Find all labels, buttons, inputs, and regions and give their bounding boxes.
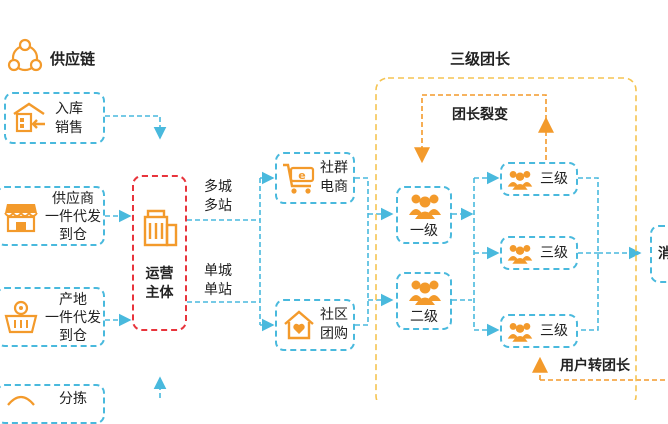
supply-item-warehouse: 入库 销售 — [4, 92, 105, 144]
consumer-label: 消 — [658, 246, 668, 262]
svg-text:e: e — [298, 169, 305, 182]
single-station-line1: 单城 — [204, 263, 232, 279]
level3-leader-box: 三级 — [500, 162, 578, 196]
storefront-icon — [4, 200, 38, 238]
group-icon — [408, 191, 442, 223]
level1-label: 一级 — [410, 223, 438, 239]
level3-label: 三级 — [540, 323, 568, 339]
supply-item-line3: 到仓 — [59, 227, 87, 243]
basket-icon — [4, 300, 38, 338]
level3-leader-box: 三级 — [500, 236, 578, 270]
level3-label: 三级 — [540, 245, 568, 261]
level2-leader-box: 二级 — [396, 272, 452, 330]
warehouse-icon — [12, 102, 46, 138]
platform-community-group-buy: 社区 团购 — [275, 299, 355, 351]
single-station-line2: 单站 — [204, 282, 232, 298]
platform-line1: 社群 — [320, 160, 348, 176]
platform-line1: 社区 — [320, 307, 348, 323]
connector-lines — [105, 77, 668, 400]
supply-item-line1: 供应商 — [52, 191, 94, 207]
supply-item-line2: 销售 — [55, 120, 83, 136]
network-icon — [6, 38, 44, 80]
platform-social-ecommerce: e 社群 电商 — [275, 152, 355, 204]
fission-label: 团长裂变 — [452, 107, 508, 123]
supply-item-sorting: 分拣 — [0, 384, 105, 424]
group-icon — [408, 277, 442, 309]
supply-item-supplier: 供应商 一件代发 到仓 — [0, 186, 105, 246]
house-heart-icon — [283, 309, 315, 345]
cart-icon: e — [282, 162, 316, 200]
level3-leader-box: 三级 — [500, 314, 578, 348]
sorting-icon — [6, 392, 36, 411]
consumer-box: 消 — [650, 225, 668, 283]
group-icon — [507, 168, 533, 194]
supply-item-line2: 一件代发 — [45, 310, 101, 326]
supply-item-line2: 一件代发 — [45, 209, 101, 225]
supply-item-origin: 产地 一件代发 到仓 — [0, 287, 105, 347]
building-icon — [142, 207, 178, 251]
level2-label: 二级 — [410, 309, 438, 325]
operator-line2: 主体 — [145, 285, 174, 301]
group-icon — [507, 242, 533, 268]
group-icon — [507, 320, 533, 346]
multi-station-line1: 多城 — [204, 179, 232, 195]
group-leaders-title: 三级团长 — [450, 50, 511, 68]
supply-item-line1: 产地 — [59, 292, 87, 308]
operator-box: 运营 主体 — [132, 175, 187, 331]
platform-line2: 团购 — [320, 326, 348, 342]
platform-line2: 电商 — [320, 179, 348, 195]
level3-label: 三级 — [540, 171, 568, 187]
supply-chain-title: 供应链 — [50, 50, 96, 68]
supply-item-line3: 到仓 — [59, 328, 87, 344]
convert-label: 用户转团长 — [560, 358, 630, 374]
operator-line1: 运营 — [145, 266, 174, 282]
multi-station-line2: 多站 — [204, 198, 232, 214]
supply-item-line1: 入库 — [55, 101, 83, 117]
level1-leader-box: 一级 — [396, 186, 452, 244]
